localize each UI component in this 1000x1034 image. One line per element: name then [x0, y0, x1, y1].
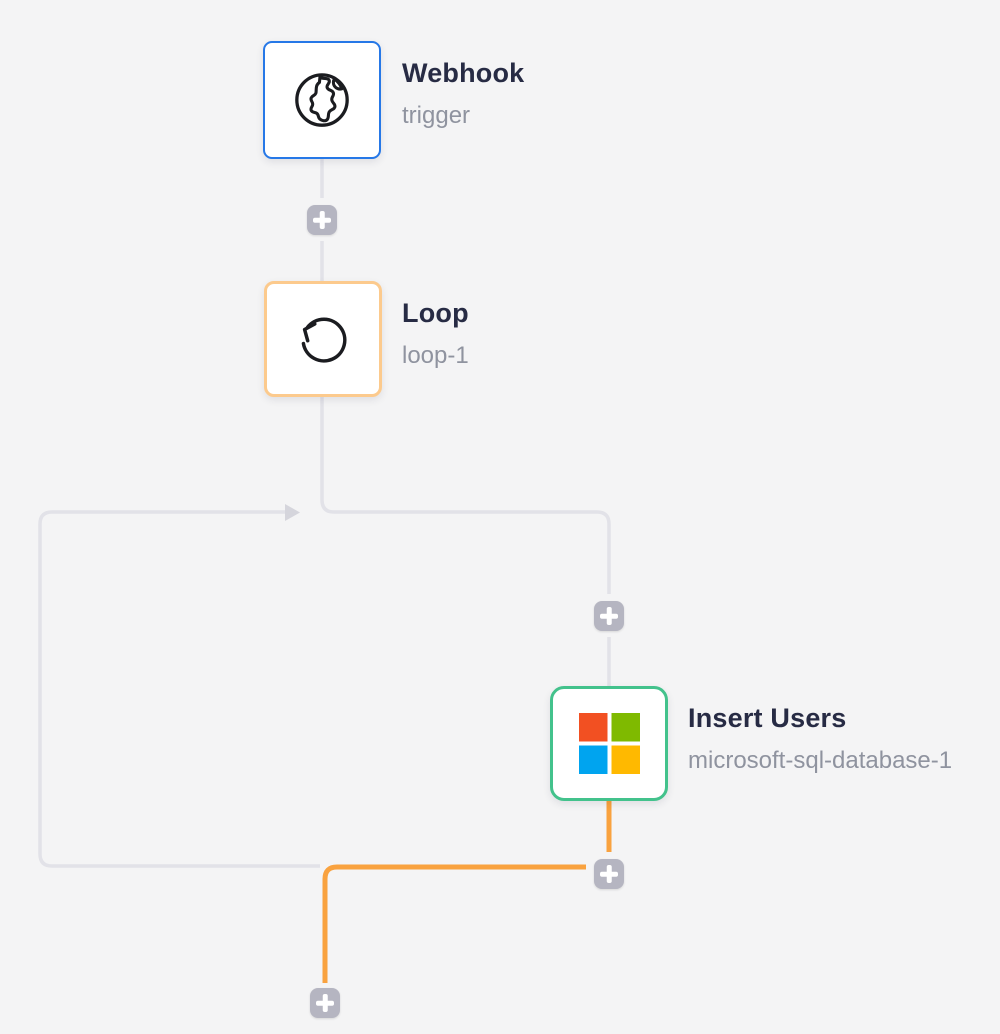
- node-insert-users-label: Insert Users microsoft-sql-database-1: [688, 702, 952, 776]
- node-title: Insert Users: [688, 703, 847, 733]
- node-webhook[interactable]: [263, 41, 381, 159]
- edge-loop-exit: [322, 864, 586, 983]
- node-loop[interactable]: [264, 281, 382, 397]
- node-webhook-label: Webhook trigger: [402, 57, 524, 131]
- plus-icon: [310, 988, 340, 1018]
- edge-loop-to-insert-users: [320, 397, 611, 686]
- plus-icon: [307, 205, 337, 235]
- node-loop-label: Loop loop-1: [402, 297, 469, 371]
- add-step-button-before-insert-users[interactable]: [594, 601, 624, 631]
- plus-icon: [594, 601, 624, 631]
- add-step-button-after-insert-users[interactable]: [594, 859, 624, 889]
- node-subtitle: trigger: [402, 102, 471, 129]
- node-subtitle: loop-1: [402, 342, 469, 369]
- add-step-button-loop-exit[interactable]: [310, 988, 340, 1018]
- node-subtitle: microsoft-sql-database-1: [688, 747, 953, 774]
- edge-loop-back: [38, 510, 320, 868]
- loop-arrow-icon: [301, 317, 347, 363]
- microsoft-logo-icon: [578, 713, 640, 774]
- globe-icon: [295, 73, 349, 127]
- plus-icon: [594, 859, 624, 889]
- add-step-button-after-webhook[interactable]: [307, 205, 337, 235]
- node-title: Loop: [402, 298, 469, 328]
- loop-back-arrowhead-icon: [285, 504, 300, 521]
- node-insert-users[interactable]: [550, 686, 668, 801]
- node-title: Webhook: [402, 58, 525, 88]
